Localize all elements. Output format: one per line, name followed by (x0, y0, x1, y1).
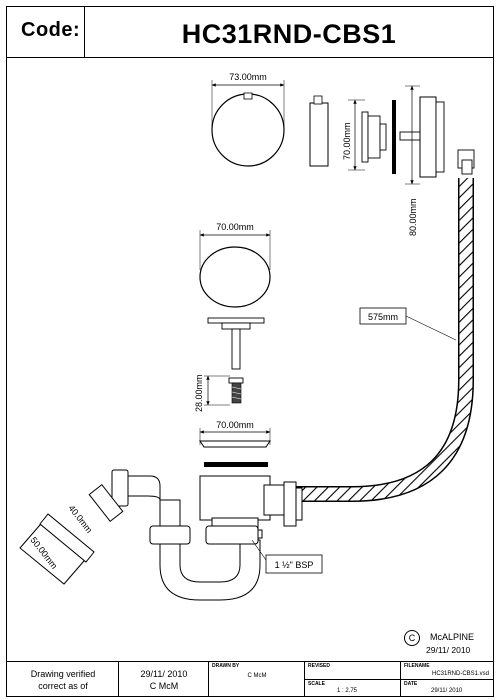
screw (228, 377, 244, 404)
code-label: Code: (21, 19, 81, 41)
drawn-by-label: DRAWN BY (212, 663, 240, 669)
overflow-side-view (309, 95, 329, 167)
brand-date: 29/11/ 2010 (426, 645, 471, 655)
title-block-header: Code: HC31RND-CBS1 (6, 6, 494, 58)
code-cell: Code: (7, 7, 85, 57)
waste-flange (199, 428, 271, 467)
footer-divider (305, 679, 493, 680)
date-value: 29/11/ 2010 (431, 688, 463, 694)
hose-length-label: 575mm (368, 312, 398, 322)
plug-stem (207, 317, 265, 370)
date-label: DATE (404, 681, 418, 687)
copyright-icon: C (404, 630, 420, 646)
overflow-cap (211, 80, 285, 167)
brand-block: C McALPINE 29/11/ 2010 (404, 630, 490, 656)
filename-cell: FILENAME HC31RND-CBS1.vsd (401, 662, 493, 696)
outlet-socket (19, 513, 95, 585)
waste-flange-diameter-label: 70.00mm (216, 420, 254, 430)
revised-label: REVISED (308, 663, 330, 669)
drawn-by-cell: DRAWN BY C McM (209, 662, 305, 696)
overflow-body (361, 96, 475, 178)
flexible-hose (290, 178, 474, 502)
outlet-size-label: 40.0mm (66, 503, 94, 535)
overflow-height-label: 70.00mm (342, 122, 352, 160)
brand-name: McALPINE (430, 632, 475, 642)
trap-assembly (88, 469, 303, 601)
title-block-footer: Drawing verified correct as of 29/11/ 20… (6, 661, 494, 697)
waste-plug (199, 230, 271, 308)
scale-value: 1 : 2.75 (337, 688, 358, 694)
verified-by: C McM (149, 681, 179, 691)
overflow-cap-diameter-label: 73.00mm (229, 72, 267, 82)
verified-cell: Drawing verified correct as of (7, 662, 119, 696)
verified-date-cell: 29/11/ 2010 C McM (119, 662, 209, 696)
verified-date: 29/11/ 2010 (140, 669, 188, 679)
filename-value: HC31RND-CBS1.vsd (431, 671, 489, 677)
overflow-depth-label: 80.00mm (408, 198, 418, 236)
trap-thread-label: 1 ½" BSP (275, 560, 314, 570)
product-code: HC31RND-CBS1 (181, 19, 397, 49)
drawing-area (6, 58, 494, 661)
bsp-callout-box (265, 554, 323, 574)
scale-label: SCALE (308, 681, 325, 687)
waste-plug-diameter-label: 70.00mm (216, 222, 254, 232)
verified-text: Drawing verified correct as of (30, 669, 96, 691)
verified-date-block: 29/11/ 2010 C McM (119, 668, 209, 692)
filename-label: FILENAME (404, 663, 430, 669)
screw-length-label: 28.00mm (194, 374, 204, 412)
technical-drawing: 73.00mm 70.00mm 80.00mm (19, 72, 475, 601)
drawn-by-value: C McM (247, 673, 267, 679)
